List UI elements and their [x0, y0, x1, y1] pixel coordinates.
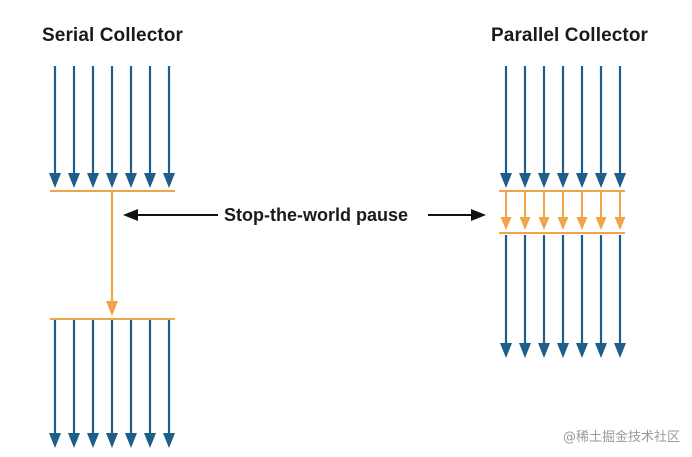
parallel-thread-arrow-bottom-1-head — [500, 343, 512, 358]
stop-the-world-pause-label: Stop-the-world pause — [224, 205, 408, 225]
parallel-gc-arrow-3 — [538, 191, 550, 230]
serial-thread-arrow-top-1 — [49, 66, 61, 188]
serial-thread-arrow-bottom-7 — [163, 320, 175, 448]
serial-thread-arrow-bottom-3-head — [87, 433, 99, 448]
parallel-gc-arrow-5-head — [576, 217, 588, 230]
serial-thread-arrow-top-3-head — [87, 173, 99, 188]
parallel-thread-arrow-bottom-4 — [557, 235, 569, 358]
parallel-gc-arrow-7 — [614, 191, 626, 230]
serial-thread-arrow-top-2-head — [68, 173, 80, 188]
serial-thread-arrow-bottom-4-head — [106, 433, 118, 448]
serial-thread-arrow-bottom-2 — [68, 320, 80, 448]
parallel-thread-arrow-top-7-head — [614, 173, 626, 188]
parallel-thread-arrow-top-1 — [500, 66, 512, 188]
serial-gc — [50, 190, 175, 320]
serial-thread-arrow-top-4-head — [106, 173, 118, 188]
parallel-thread-arrow-top-5-head — [576, 173, 588, 188]
parallel-gc-arrow-2-head — [519, 217, 531, 230]
parallel-thread-arrow-bottom-5-head — [576, 343, 588, 358]
parallel-thread-arrow-top-2 — [519, 66, 531, 188]
serial-gc-arrow-head — [106, 301, 118, 316]
parallel-thread-arrow-top-5 — [576, 66, 588, 188]
serial-thread-arrow-bottom-7-head — [163, 433, 175, 448]
parallel-gc-arrow-1-head — [500, 217, 512, 230]
parallel-thread-arrow-bottom-1 — [500, 235, 512, 358]
serial-thread-arrow-top-7 — [163, 66, 175, 188]
parallel-gc-arrow-4 — [557, 191, 569, 230]
parallel-collector-title: Parallel Collector — [491, 25, 649, 46]
parallel-thread-arrow-top-3-head — [538, 173, 550, 188]
serial-thread-arrow-bottom-3 — [87, 320, 99, 448]
parallel-gc-arrow-1 — [500, 191, 512, 230]
parallel-thread-arrow-bottom-4-head — [557, 343, 569, 358]
parallel-thread-arrow-bottom-3 — [538, 235, 550, 358]
serial-thread-arrow-top-5-head — [125, 173, 137, 188]
parallel-thread-arrow-top-4 — [557, 66, 569, 188]
serial-thread-arrow-bottom-1-head — [49, 433, 61, 448]
parallel-thread-arrow-bottom-7 — [614, 235, 626, 358]
parallel-gc-arrow-7-head — [614, 217, 626, 230]
parallel-thread-arrow-top-6-head — [595, 173, 607, 188]
parallel-thread-arrow-top-2-head — [519, 173, 531, 188]
parallel-gc-arrow-6 — [595, 191, 607, 230]
pause-pointer-left-head — [123, 209, 138, 221]
serial-thread-arrow-bottom-4 — [106, 320, 118, 448]
serial-thread-arrow-top-4 — [106, 66, 118, 188]
serial-thread-arrow-top-6-head — [144, 173, 156, 188]
watermark: @稀土掘金技术社区 — [562, 430, 680, 445]
serial-thread-arrow-bottom-1 — [49, 320, 61, 448]
parallel-thread-arrow-top-6 — [595, 66, 607, 188]
pause-pointer-left — [123, 209, 218, 221]
parallel-gc-arrow-2 — [519, 191, 531, 230]
serial-thread-arrow-top-2 — [68, 66, 80, 188]
serial-thread-arrow-top-7-head — [163, 173, 175, 188]
parallel-gc-arrow-3-head — [538, 217, 550, 230]
parallel-thread-arrow-bottom-6-head — [595, 343, 607, 358]
parallel-thread-arrow-top-4-head — [557, 173, 569, 188]
serial-collector-title: Serial Collector — [42, 25, 183, 46]
serial-thread-arrow-bottom-6 — [144, 320, 156, 448]
serial-gc-arrow — [106, 191, 118, 316]
parallel-thread-arrow-bottom-3-head — [538, 343, 550, 358]
pause-pointer-right-head — [471, 209, 486, 221]
parallel-thread-arrow-top-1-head — [500, 173, 512, 188]
parallel-thread-arrow-top-7 — [614, 66, 626, 188]
serial-thread-arrow-top-5 — [125, 66, 137, 188]
pause-pointers — [123, 209, 486, 221]
parallel-thread-arrow-bottom-6 — [595, 235, 607, 358]
parallel-gc-arrow-6-head — [595, 217, 607, 230]
serial-thread-arrow-top-1-head — [49, 173, 61, 188]
serial-thread-arrow-bottom-2-head — [68, 433, 80, 448]
serial-thread-arrow-top-3 — [87, 66, 99, 188]
serial-thread-arrow-bottom-5 — [125, 320, 137, 448]
pause-pointer-right — [428, 209, 486, 221]
serial-bottom-threads — [49, 320, 175, 448]
parallel-gc — [499, 190, 626, 234]
parallel-thread-arrow-bottom-7-head — [614, 343, 626, 358]
parallel-gc-arrow-4-head — [557, 217, 569, 230]
serial-top-threads — [49, 66, 175, 188]
parallel-threads — [500, 66, 626, 358]
parallel-thread-arrow-top-3 — [538, 66, 550, 188]
serial-thread-arrow-bottom-6-head — [144, 433, 156, 448]
parallel-thread-arrow-bottom-2-head — [519, 343, 531, 358]
serial-thread-arrow-bottom-5-head — [125, 433, 137, 448]
parallel-thread-arrow-bottom-5 — [576, 235, 588, 358]
parallel-thread-arrow-bottom-2 — [519, 235, 531, 358]
serial-thread-arrow-top-6 — [144, 66, 156, 188]
parallel-gc-arrow-5 — [576, 191, 588, 230]
